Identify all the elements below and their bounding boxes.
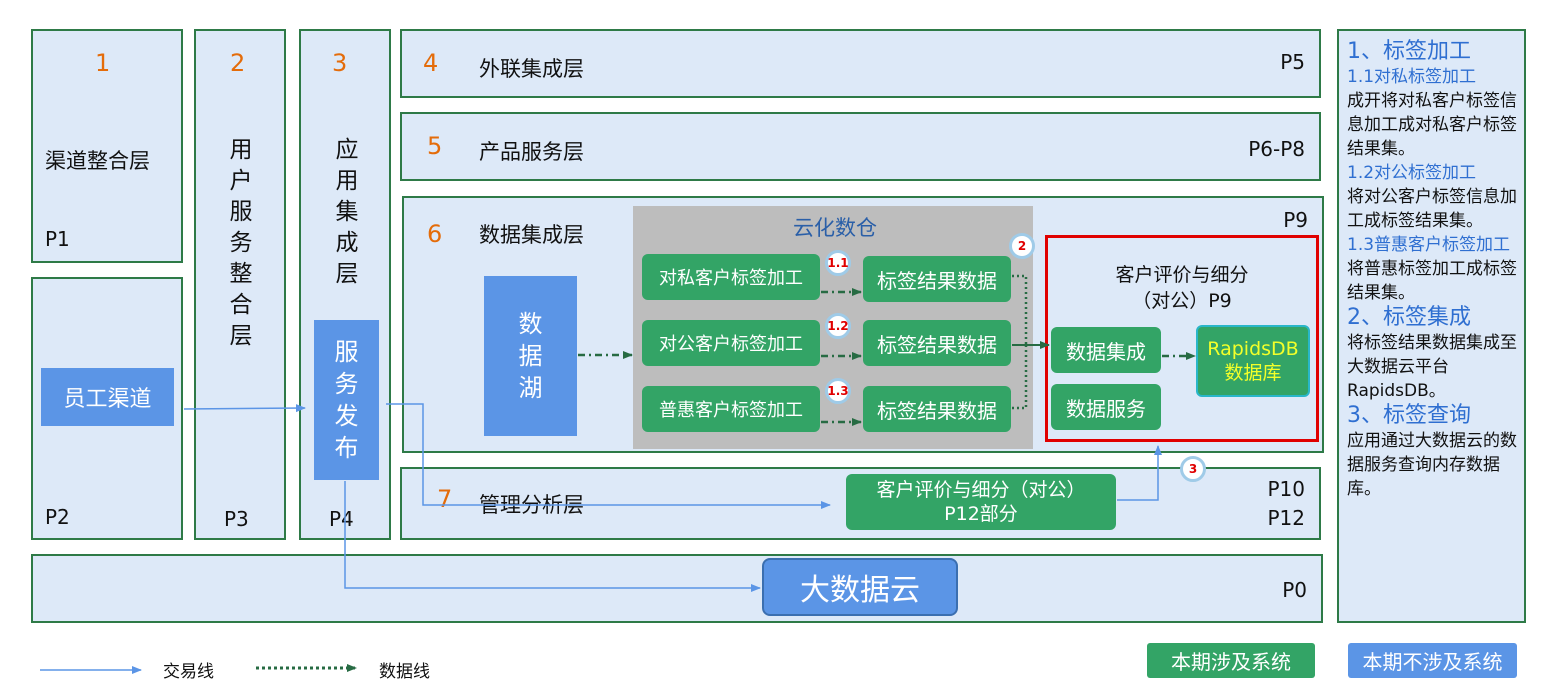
corporate-tag-processing[interactable]: 对公客户标签加工 [642,320,820,366]
note-text-1-1: 成开将对私客户标签信息加工成对私客户标签结果集。 [1347,91,1517,159]
data-line-results-bottom [1012,345,1028,410]
big-data-cloud-box[interactable]: 大数据云 [762,558,958,616]
note-sub-1-1: 1.1对私标签加工 [1347,67,1477,87]
badge-1-3: 1.3 [825,378,851,404]
customer-eval-p12-line1: 客户评价与细分（对公） [876,479,1086,501]
inclusive-tag-processing[interactable]: 普惠客户标签加工 [642,386,820,432]
page-ref: P9 [1283,208,1308,232]
customer-eval-title-2: （对公）P9 [1132,290,1232,312]
tag-result-data-2[interactable]: 标签结果数据 [863,320,1011,366]
legend-trade-line-label: 交易线 [163,662,214,682]
layer-label: 用户服务整合层 [229,137,253,349]
cloud-dw-title: 云化数仓 [793,216,877,240]
note-heading-1: 1、标签加工 [1347,39,1471,64]
note-text-1-2: 将对公客户标签信息加工成标签结果集。 [1347,187,1517,231]
badge-3: 3 [1180,456,1206,482]
notes-panel: 1、标签加工 1.1对私标签加工 成开将对私客户标签信息加工成对私客户标签结果集… [1337,29,1526,623]
rapidsdb-type: 数据库 [1224,362,1282,384]
layer-label: 产品服务层 [479,140,584,164]
trade-line-employee-to-service [183,404,306,413]
layer-number: 5 [427,132,443,160]
customer-eval-p12-box[interactable]: 客户评价与细分（对公） P12部分 [846,474,1116,530]
note-text-2: 将标签结果数据集成至大数据云平台RapidsDB。 [1347,333,1517,401]
layer-label: 渠道整合层 [45,149,150,173]
badge-1-2: 1.2 [825,313,851,339]
big-data-cloud-layer: P0 [31,554,1323,623]
app-integration-layer: 3 应用集成层 服务发布 P4 [299,29,391,540]
layer-label: 外联集成层 [479,57,584,81]
note-text-3: 应用通过大数据云的数据服务查询内存数据库。 [1347,431,1517,499]
note-sub-1-2: 1.2对公标签加工 [1347,163,1477,183]
service-publish-box[interactable]: 服务发布 [314,320,379,480]
trade-line-query [1117,445,1162,501]
page-ref: P4 [329,507,354,531]
layer-number: 1 [95,49,111,77]
trade-line-service-to-bigdata [344,481,761,592]
layer-number: 3 [332,49,348,77]
page-ref: P1 [45,227,70,251]
page-ref: P2 [45,505,70,529]
product-service-layer: 5 产品服务层 P6-P8 [400,112,1321,181]
data-service-box[interactable]: 数据服务 [1051,384,1161,430]
note-heading-2: 2、标签集成 [1347,305,1471,330]
employee-channel-panel: 员工渠道 P2 [31,277,183,540]
note-text-1-3: 将普惠标签加工成标签结果集。 [1347,259,1517,303]
employee-channel-box[interactable]: 员工渠道 [41,368,174,426]
page-ref: P6-P8 [1248,137,1305,161]
channel-integration-layer: 1 渠道整合层 P1 [31,29,183,263]
legend-involved-system: 本期涉及系统 [1147,643,1315,678]
tag-result-data-1[interactable]: 标签结果数据 [863,256,1011,302]
page-ref: P5 [1280,50,1305,74]
badge-2: 2 [1009,233,1035,259]
private-tag-processing[interactable]: 对私客户标签加工 [642,254,820,300]
layer-number: 6 [427,220,443,248]
trade-line-service-to-mgmt [386,403,831,509]
page-ref-p10: P10 [1267,477,1305,501]
note-sub-1-3: 1.3普惠客户标签加工 [1347,235,1511,255]
note-heading-3: 3、标签查询 [1347,403,1471,428]
layer-number: 2 [230,49,246,77]
page-ref: P0 [1282,578,1307,602]
data-lake-box[interactable]: 数据湖 [484,276,577,436]
data-line-results-top [1012,274,1028,345]
tag-result-data-3[interactable]: 标签结果数据 [863,386,1011,432]
data-integration-box[interactable]: 数据集成 [1051,327,1161,373]
legend-not-involved-system: 本期不涉及系统 [1348,643,1517,678]
page-ref: P3 [224,507,249,531]
legend-data-line-label: 数据线 [379,662,430,682]
user-service-integration-layer: 2 用户服务整合层 P3 [194,29,286,540]
rapidsdb-database[interactable]: RapidsDB 数据库 [1196,325,1310,397]
layer-number: 7 [437,485,453,513]
badge-1-1: 1.1 [825,250,851,276]
layer-number: 4 [423,49,439,77]
customer-eval-p12-line2: P12部分 [944,503,1018,525]
customer-eval-title-1: 客户评价与细分 [1115,264,1249,286]
layer-label: 数据集成层 [479,223,584,247]
customer-evaluation-box: 客户评价与细分 （对公）P9 [1045,235,1319,442]
layer-label: 应用集成层 [335,137,359,287]
rapidsdb-name: RapidsDB [1207,338,1299,360]
page-ref-p12: P12 [1267,506,1305,530]
external-integration-layer: 4 外联集成层 P5 [400,29,1321,98]
